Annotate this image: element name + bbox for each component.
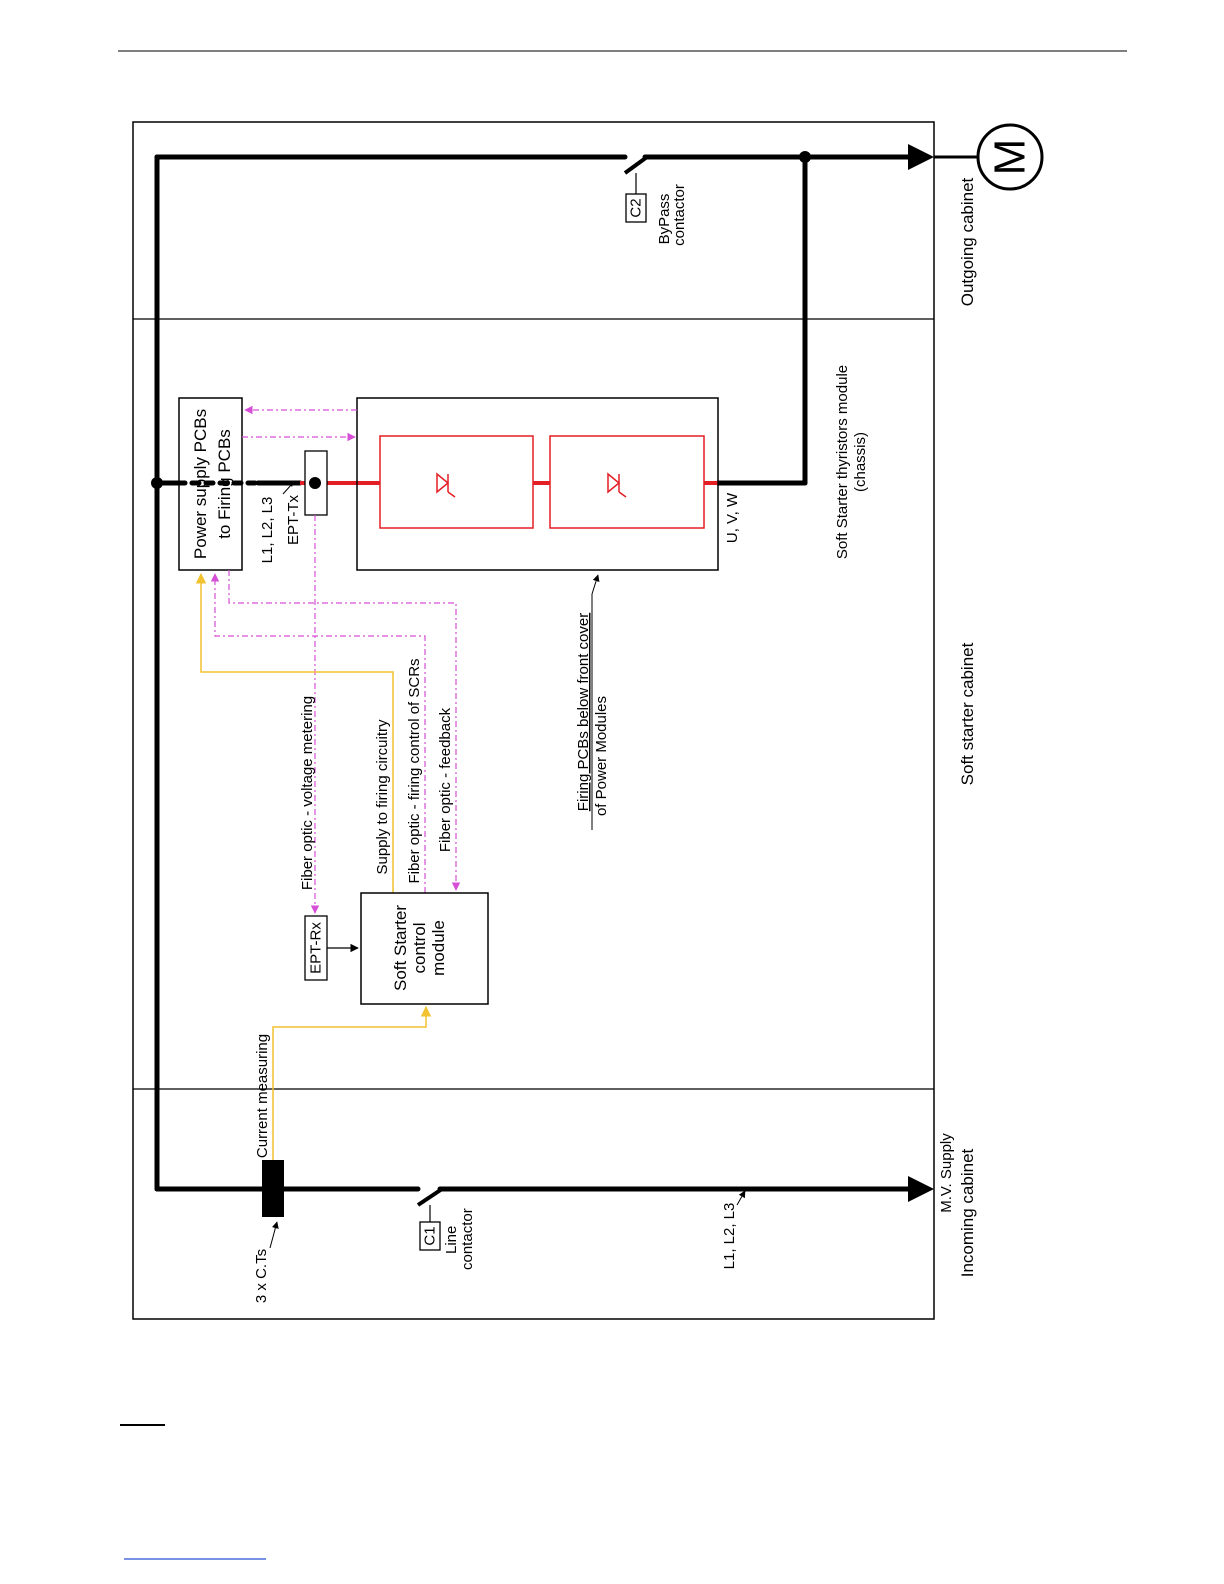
line-contactor-label: Line bbox=[443, 1226, 460, 1254]
bypass-contactor-label: contactor bbox=[671, 184, 688, 246]
control-module-label: module bbox=[429, 920, 448, 976]
firing-pcbs-label: Firing PCBs below front cover bbox=[575, 613, 592, 811]
main-power-path bbox=[154, 154, 913, 1192]
line-switch-blade bbox=[416, 1187, 444, 1207]
power-supply-label: to Firing PCBs bbox=[215, 429, 234, 539]
soft-starter-cabinet-label: Soft starter cabinet bbox=[958, 642, 977, 785]
fiber-voltage-label: Fiber optic - voltage metering bbox=[299, 696, 316, 890]
supply-firing-line bbox=[195, 572, 394, 893]
bypass-contactor-label: ByPass bbox=[656, 194, 673, 245]
control-module-box bbox=[360, 892, 489, 1005]
uvw-label: U, V, W bbox=[724, 492, 741, 543]
control-module-label: control bbox=[410, 922, 429, 973]
ept-tx-label: EPT-Tx bbox=[285, 495, 302, 546]
current-measuring-label: Current measuring bbox=[254, 1034, 271, 1158]
line-phases-label: L1, L2, L3 bbox=[259, 497, 276, 564]
c1-box bbox=[419, 1221, 441, 1251]
thyristors-module-label: (chassis) bbox=[852, 432, 869, 492]
junction-dot bbox=[799, 151, 811, 163]
thyristors-module-label: Soft Starter thyristors module bbox=[834, 365, 851, 559]
ept-rx-label: EPT-Rx bbox=[308, 922, 325, 974]
thyristor-symbol-icon bbox=[607, 472, 627, 498]
ct-block bbox=[262, 1160, 284, 1217]
supply-phases-label: L1, L2, L3 bbox=[721, 1203, 738, 1270]
outgoing-cabinet-label: Outgoing cabinet bbox=[958, 177, 977, 306]
fiber-feedback-line bbox=[228, 570, 461, 891]
c1-label: C1 bbox=[422, 1226, 439, 1245]
thyristor-box-2 bbox=[549, 435, 705, 529]
fiber-firing-label: Fiber optic - firing control of SCRs bbox=[406, 658, 423, 883]
motor-symbol bbox=[976, 123, 1044, 191]
thyristor-box-1 bbox=[379, 435, 534, 529]
mv-supply-label: M.V. Supply bbox=[938, 1133, 955, 1213]
outgoing-arrow bbox=[908, 144, 934, 170]
line-contactor-label: contactor bbox=[459, 1208, 476, 1270]
c2-box bbox=[625, 193, 647, 223]
current-measuring-line bbox=[272, 1005, 432, 1160]
c2-label: C2 bbox=[628, 198, 645, 217]
fiber-feedback-label: Fiber optic - feedback bbox=[437, 707, 454, 852]
incoming-cabinet-label: Incoming cabinet bbox=[958, 1148, 977, 1277]
firing-pcbs-label: of Power Modules bbox=[593, 696, 610, 816]
bypass-switch-blade bbox=[623, 155, 649, 175]
thyristors-module-box bbox=[356, 397, 719, 571]
thyristor-symbol-icon bbox=[436, 472, 456, 498]
power-supply-label: Power supply PCBs bbox=[191, 409, 210, 559]
motor-label: M bbox=[986, 139, 1035, 176]
diagram-frame bbox=[132, 121, 935, 1320]
junction-dot bbox=[151, 477, 163, 489]
cts-label: 3 x C.Ts bbox=[253, 1249, 270, 1303]
incoming-arrow bbox=[908, 1176, 934, 1202]
supply-firing-label: Supply to firing circuitry bbox=[374, 719, 391, 875]
fiber-firing-line bbox=[210, 573, 426, 893]
control-module-label: Soft Starter bbox=[391, 905, 410, 991]
